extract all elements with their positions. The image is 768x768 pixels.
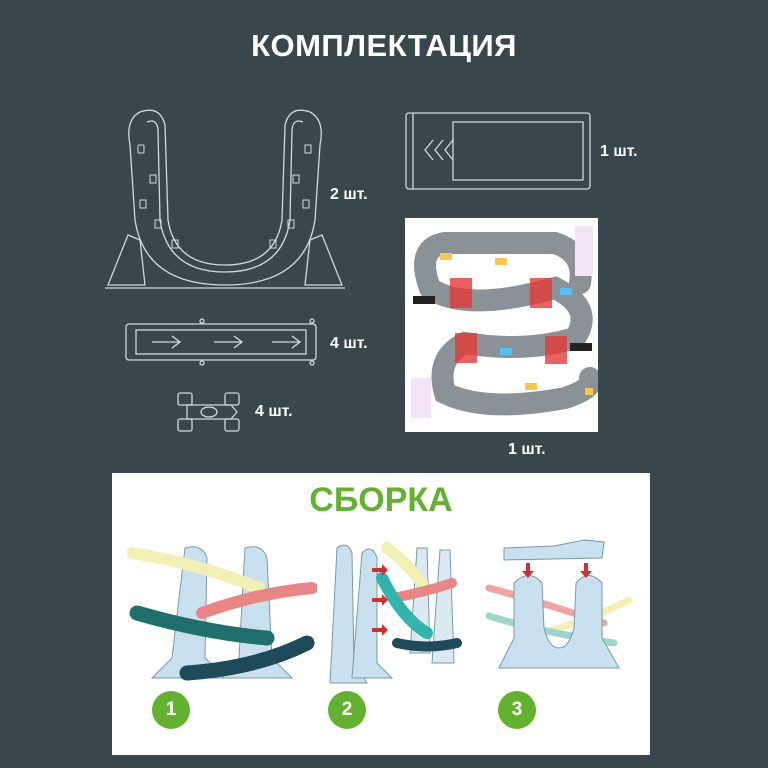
assembly-step-3-illustration [485, 539, 633, 669]
top-track-quantity: 1 шт. [600, 143, 638, 160]
step-2-badge: 2 [328, 691, 366, 729]
play-mat-illustration [405, 218, 598, 432]
car-illustration [177, 392, 240, 432]
page-title: КОМПЛЕКТАЦИЯ [251, 28, 517, 63]
straight-track-quantity: 4 шт. [330, 335, 368, 352]
step-3-badge: 3 [498, 691, 536, 729]
assembly-title: СБОРКА [309, 481, 453, 519]
assembly-step-2-illustration [329, 542, 462, 684]
horseshoe-stand-illustration [105, 109, 345, 289]
play-mat-quantity: 1 шт. [508, 441, 546, 458]
assembly-step-1-illustration [127, 546, 317, 681]
car-quantity: 4 шт. [255, 403, 293, 420]
straight-track-illustration [125, 318, 317, 366]
top-track-illustration [405, 112, 591, 190]
step-1-badge: 1 [152, 691, 190, 729]
assembly-panel: СБОРКА 1 2 3 [112, 473, 650, 755]
horseshoe-quantity: 2 шт. [330, 186, 368, 203]
